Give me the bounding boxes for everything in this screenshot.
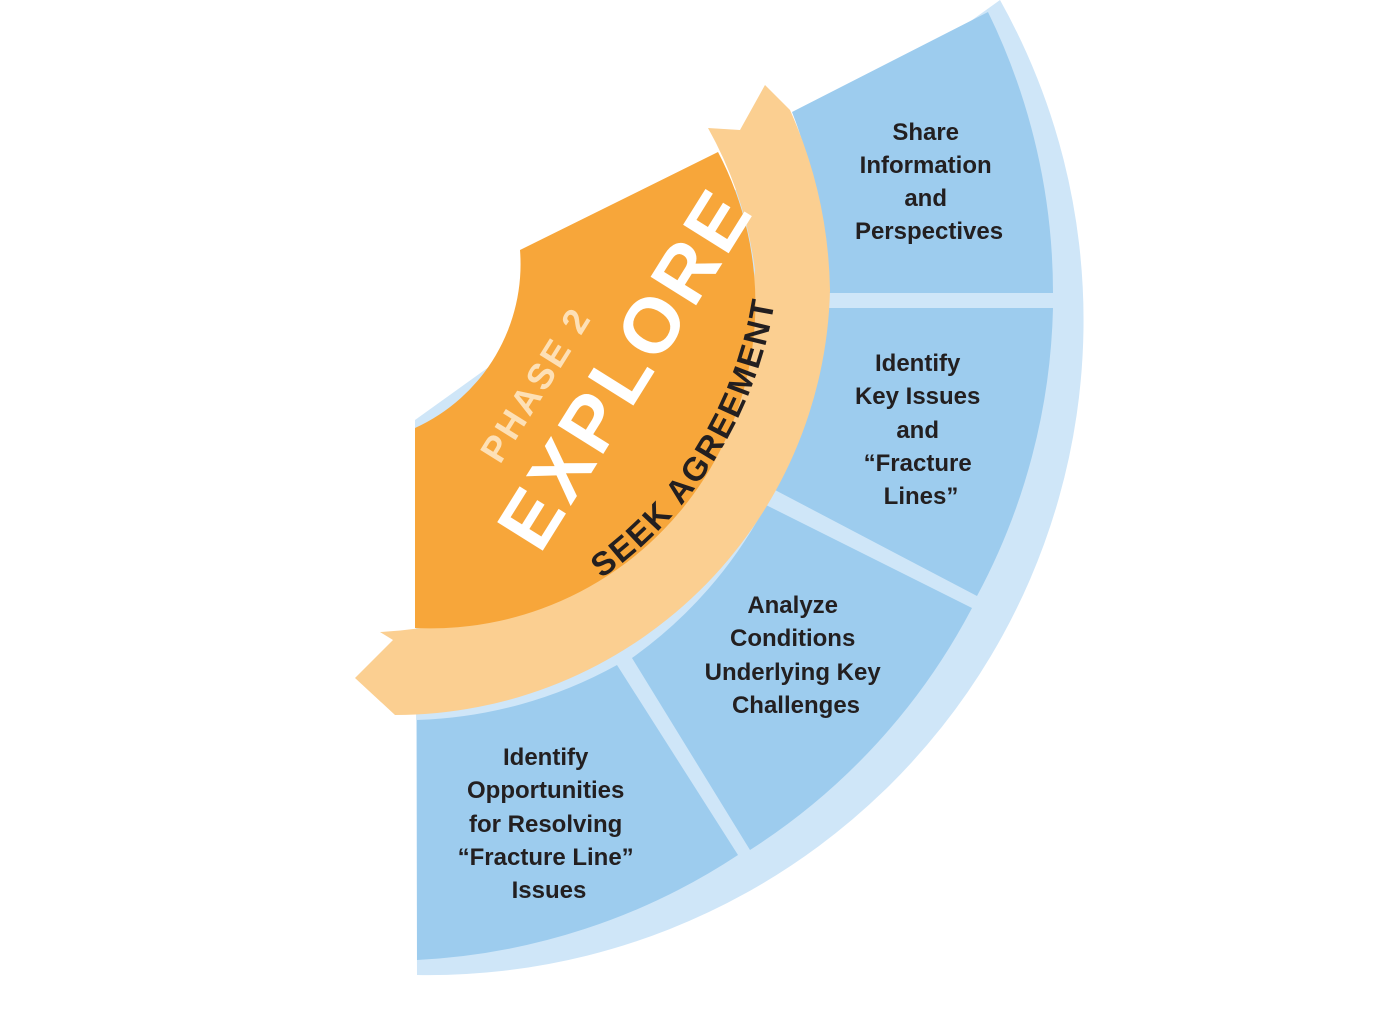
step-3-line-3: Underlying Key (705, 659, 882, 686)
step-3-line-2: Conditions (730, 625, 855, 652)
step-segment-1 (792, 12, 1053, 293)
left-edge-mask (360, 440, 415, 640)
step-1-line-2: Information (860, 152, 992, 179)
seek-agreement-arrow (355, 85, 830, 715)
step-4-line-4: “Fracture Line” (458, 844, 634, 871)
step-2-line-2: Key Issues (855, 383, 980, 410)
step-4-line-3: for Resolving (469, 811, 622, 838)
step-4-line-1: Identify (503, 744, 589, 771)
step-4-line-2: Opportunities (467, 777, 624, 804)
step-2-line-3: and (896, 417, 939, 444)
step-segment-3 (632, 505, 972, 850)
step-3-line-1: Analyze (747, 592, 838, 619)
step-label-4: Identify Opportunities for Resolving “Fr… (458, 744, 641, 904)
step-label-3: Analyze Conditions Underlying Key Challe… (705, 592, 888, 719)
step-1-line-1: Share (892, 119, 959, 146)
step-1-line-4: Perspectives (855, 218, 1003, 245)
step-2-line-4: “Fracture (864, 450, 972, 477)
phase-wedge (415, 152, 756, 629)
left-edge-mask-lower (360, 715, 415, 945)
step-segment-4 (417, 665, 738, 960)
step-label-1: Share Information and Perspectives (855, 119, 1003, 245)
step-2-line-5: Lines” (884, 483, 959, 510)
step-label-2: Identify Key Issues and “Fracture Lines” (855, 350, 987, 510)
step-2-line-1: Identify (875, 350, 961, 377)
step-4-line-5: Issues (512, 877, 587, 904)
step-segment-2 (775, 308, 1053, 596)
step-1-line-3: and (904, 185, 947, 212)
step-3-line-4: Challenges (732, 692, 860, 719)
